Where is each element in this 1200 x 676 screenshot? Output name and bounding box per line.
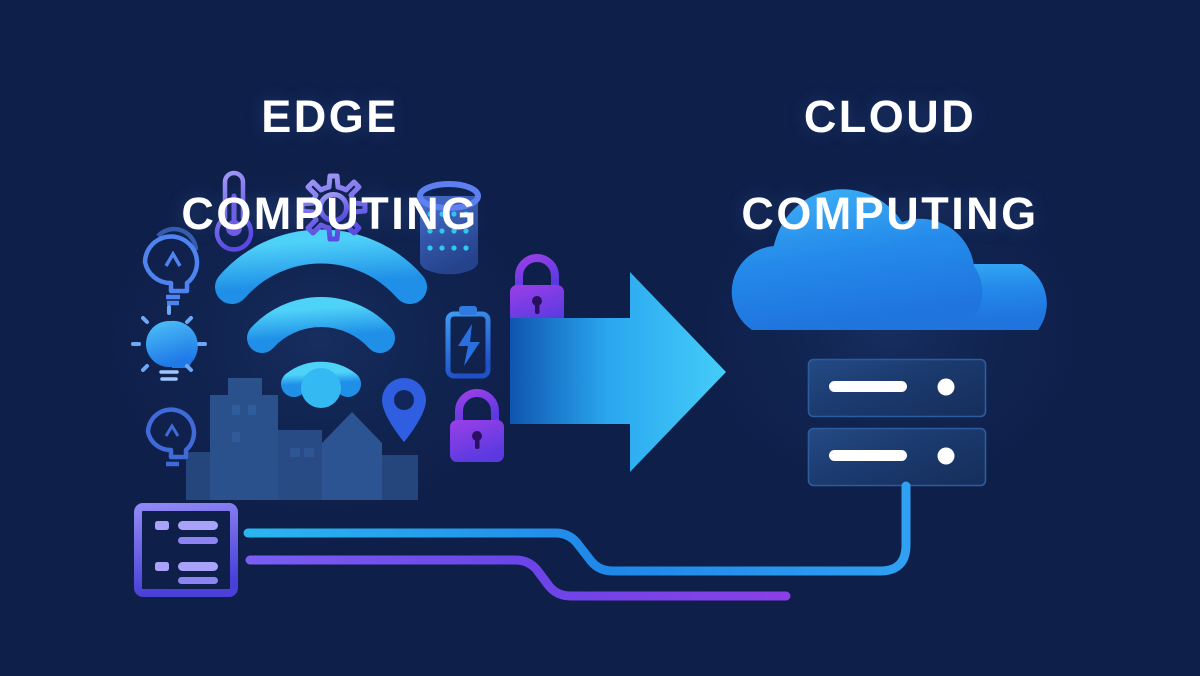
thermometer-icon xyxy=(214,170,254,252)
title-cloud-line2: COMPUTING xyxy=(741,187,1039,239)
lightbulb-filled-icon xyxy=(131,305,207,381)
title-edge-line1: EDGE xyxy=(261,90,399,142)
title-edge-line2: COMPUTING xyxy=(181,187,479,239)
lock-icon-top xyxy=(510,254,564,327)
page-title-edge: EDGE COMPUTING xyxy=(130,44,530,287)
server-rack-bottom xyxy=(807,427,987,487)
location-pin-icon xyxy=(382,378,426,442)
cloud-icon xyxy=(731,189,1047,330)
lightbulb-outline-icon xyxy=(142,226,200,306)
battery-icon xyxy=(445,306,491,379)
purple-connection-line xyxy=(245,555,791,601)
wifi-icon xyxy=(215,229,427,408)
city-skyline xyxy=(186,378,418,500)
server-rack-top xyxy=(807,358,987,418)
database-cylinder-icon xyxy=(417,181,481,275)
page-title-cloud: CLOUD COMPUTING xyxy=(670,44,1110,287)
right-arrow xyxy=(510,272,726,472)
data-rack-icon xyxy=(134,503,238,597)
gear-icon xyxy=(299,173,368,242)
title-cloud-line1: CLOUD xyxy=(803,90,977,142)
lock-icon-bottom xyxy=(450,389,504,462)
cyan-connection-line xyxy=(243,481,911,576)
lightbulb-small-icon xyxy=(145,407,197,467)
